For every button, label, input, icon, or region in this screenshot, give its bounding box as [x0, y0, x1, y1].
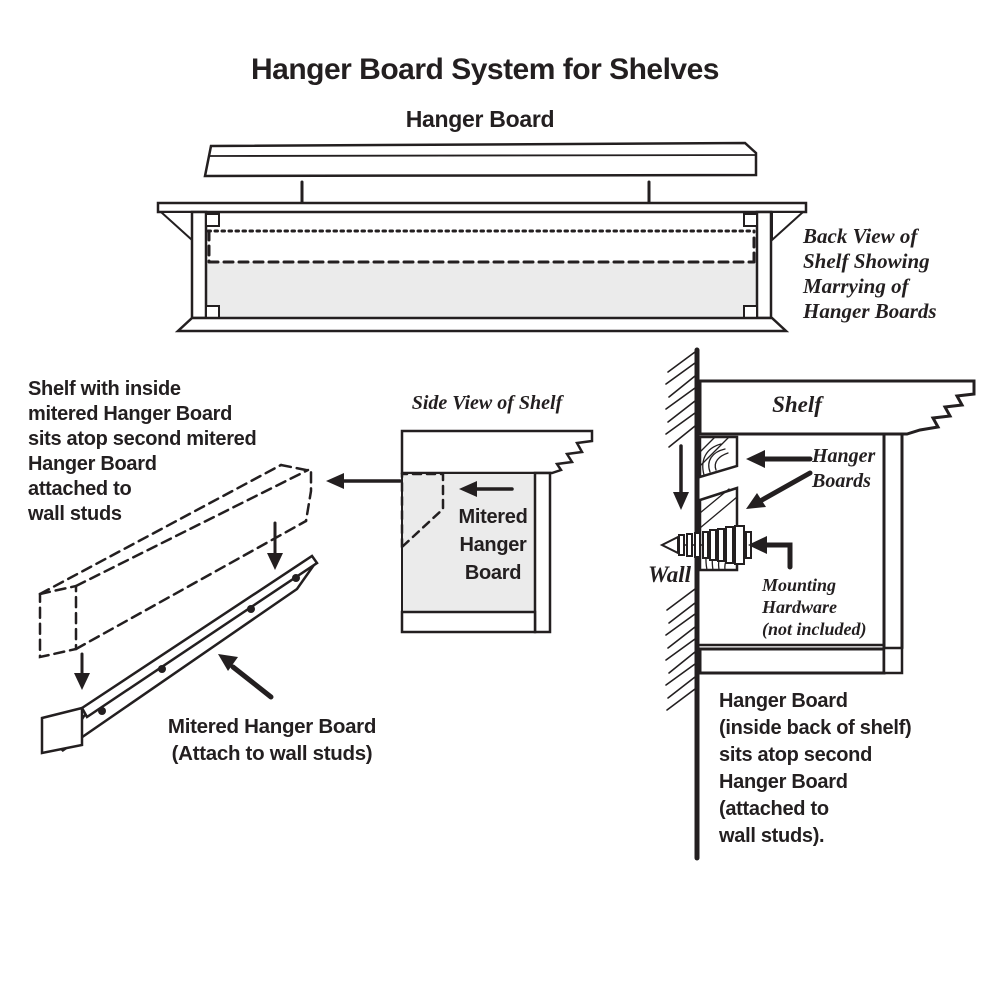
bottom-rail — [400, 610, 537, 634]
note-line: sits atop second — [719, 744, 873, 766]
back-edge-foot — [882, 646, 904, 675]
caption-line: Hanger Boards — [803, 299, 937, 323]
screw-holes — [98, 574, 300, 715]
label-line: Hanger — [812, 445, 876, 467]
side-view-drawing — [400, 429, 594, 634]
label-arrow — [218, 654, 274, 700]
label-line: Board — [464, 562, 522, 584]
label-line: Hardware — [762, 597, 838, 617]
back-view-caption: Back View of Shelf Showing Marrying of H… — [803, 224, 937, 324]
label-line: Mitered — [458, 506, 528, 528]
down-arrow — [673, 444, 689, 510]
caption-line: Back View of — [803, 224, 918, 248]
crown-molding — [400, 429, 594, 475]
upper-hanger-board — [698, 435, 739, 479]
page-title: Hanger Board System for Shelves — [250, 53, 720, 86]
note-line: mitered Hanger Board — [28, 403, 233, 425]
iso-view-note: Shelf with inside mitered Hanger Board s… — [28, 377, 257, 527]
mounting-screw — [659, 525, 752, 565]
back-edge — [533, 471, 552, 634]
married-hanger-boards-dashed — [206, 229, 756, 264]
note-line: (inside back of shelf) — [719, 717, 912, 739]
bottom-rail — [698, 647, 886, 675]
note-line: wall studs). — [719, 825, 825, 847]
crown-molding — [698, 379, 976, 436]
wall-view-drawing — [659, 347, 976, 861]
dashed-mitered-board — [38, 463, 313, 659]
mitered-hanger-board-label: Mitered Hanger Board (Attach to wall stu… — [122, 713, 422, 767]
hanger-board-arrow-lower — [746, 470, 813, 509]
wall-label: Wall — [647, 562, 691, 587]
note-line: Hanger Board — [719, 771, 848, 793]
hanger-boards-label: Hanger Boards — [812, 444, 875, 494]
shelf-label: Shelf — [772, 392, 822, 417]
caption-line: Shelf Showing — [803, 249, 930, 273]
note-line: Hanger Board — [28, 453, 157, 475]
mitered-board-dashed-section — [400, 472, 445, 550]
wood-grain — [699, 436, 730, 476]
label-line: Boards — [812, 470, 871, 492]
note-line: wall studs — [28, 503, 122, 525]
down-arrow — [74, 652, 90, 690]
note-line: (attached to — [719, 798, 829, 820]
side-view-board-label: Mitered Hanger Board — [393, 503, 593, 587]
caption-line: Marrying of — [803, 274, 909, 298]
solid-mitered-board — [40, 554, 319, 755]
label-line: Hanger — [459, 534, 527, 556]
wall-view-note: Hanger Board (inside back of shelf) sits… — [719, 688, 912, 850]
down-arrow — [267, 521, 283, 570]
mounting-hardware-arrow — [748, 536, 793, 570]
label-line: Mitered Hanger Board — [167, 715, 377, 738]
shelf-back-edge — [882, 432, 904, 650]
note-line: Shelf with inside — [28, 378, 181, 400]
note-line: Hanger Board — [719, 690, 848, 712]
note-line: attached to — [28, 478, 132, 500]
side-view-title: Side View of Shelf — [411, 392, 563, 414]
label-arrow — [459, 481, 514, 497]
side-view-link-arrow — [326, 473, 402, 489]
label-line: Mounting — [762, 575, 837, 595]
shelf-back-view — [156, 201, 808, 333]
mounting-hardware-label: Mounting Hardware (not included) — [762, 574, 867, 640]
back-view-drawing — [156, 141, 808, 333]
label-line: (not included) — [762, 619, 867, 639]
hanger-board-label: Hanger Board — [405, 106, 555, 132]
wall-hatching — [665, 351, 696, 711]
hanger-board-piece — [203, 141, 758, 178]
iso-mitered-boards-drawing — [38, 463, 402, 755]
note-line: sits atop second mitered — [28, 428, 257, 450]
label-line: (Attach to wall studs) — [171, 742, 373, 765]
hanger-board-arrow-upper — [746, 450, 813, 468]
